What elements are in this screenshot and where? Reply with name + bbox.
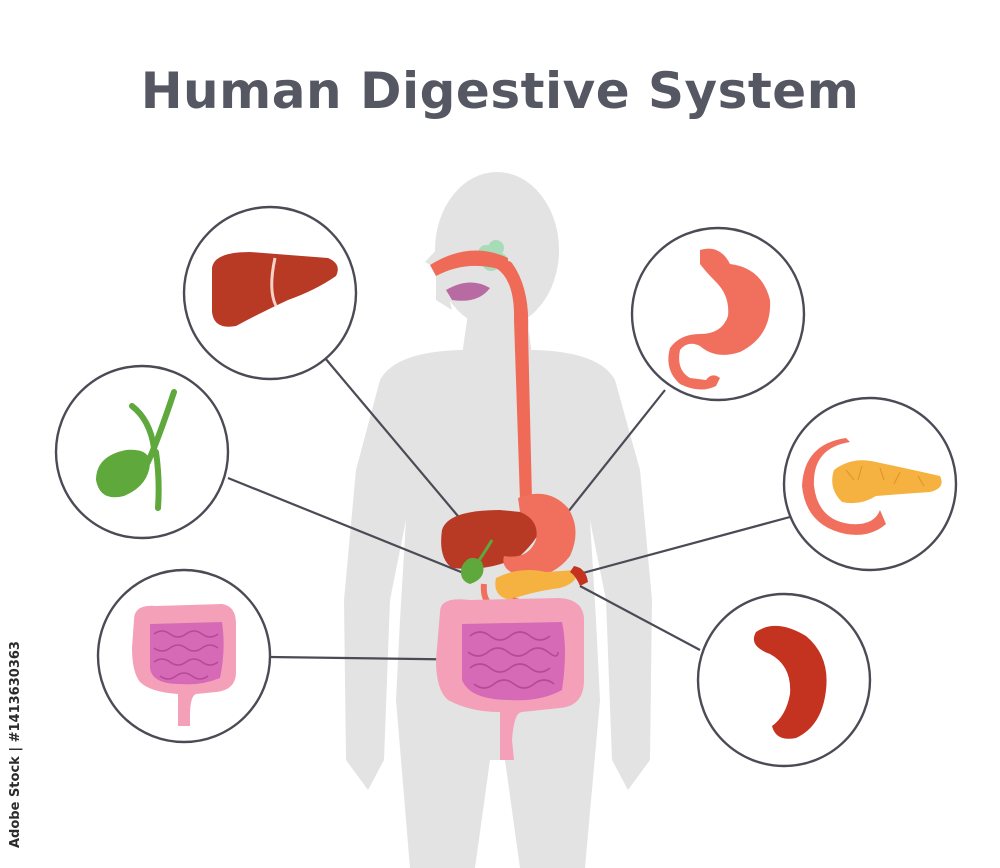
- liver-icon: [212, 252, 338, 327]
- tongue-icon: [446, 282, 490, 301]
- body-liver-icon: [441, 510, 542, 569]
- gallbladder-leader-line: [227, 476, 467, 576]
- body-pancreas-icon: [495, 570, 577, 600]
- intestines-callout: [96, 568, 272, 744]
- body-spleen-icon: [570, 566, 588, 586]
- liver-leader-line: [324, 357, 469, 529]
- liver-callout: [182, 205, 358, 381]
- gallbladder-icon: [96, 449, 150, 498]
- diagram-title: Human Digestive System: [140, 62, 860, 120]
- spleen-callout: [696, 592, 872, 768]
- pancreas-callout: [782, 396, 958, 572]
- stomach-callout: [630, 226, 806, 402]
- body-digestive-tract: [430, 240, 588, 760]
- stomach-icon: [668, 248, 771, 390]
- body-gallbladder-icon: [461, 557, 484, 584]
- spleen-circle: [696, 592, 872, 768]
- gallbladder-callout: [54, 364, 230, 540]
- stomach-leader-line: [559, 389, 666, 523]
- spleen-leader-line: [579, 585, 701, 651]
- spleen-icon: [753, 625, 827, 739]
- pancreas-icon: [832, 460, 942, 504]
- body-stomach-icon: [503, 493, 576, 577]
